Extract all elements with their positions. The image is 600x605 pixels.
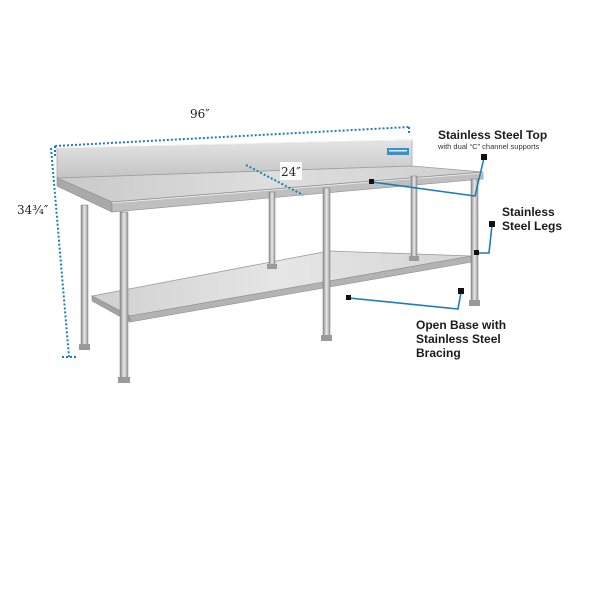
callout-leaders (348, 157, 493, 310)
depth-label: 24″ (281, 165, 301, 179)
width-label: 96″ (190, 107, 210, 121)
dimension-lines (50, 126, 410, 358)
depth-dimension-line (245, 164, 304, 196)
width-dimension-line (54, 126, 410, 147)
base-callout-line3: Bracing (416, 346, 461, 360)
top-leader-line (371, 157, 485, 197)
top-callout: Stainless Steel Top with dual “C” channe… (438, 128, 547, 151)
legs-callout-line1: Stainless (502, 205, 555, 219)
top-marker (369, 179, 374, 184)
base-marker (346, 295, 351, 300)
tabletop (56, 165, 484, 213)
callout-markers (346, 154, 495, 300)
legs-marker (474, 250, 479, 255)
base-leader-line (348, 291, 462, 310)
top-callout-title: Stainless Steel Top (438, 128, 548, 142)
top-callout-subtitle: with dual “C” channel supports (438, 142, 540, 151)
base-callout-line1: Open Base with (416, 318, 507, 332)
base-callout: Open Base with Stainless Steel Bracing (416, 318, 506, 360)
height-label: 34¾″ (17, 203, 49, 217)
legs-callout: Stainless Steel Legs (502, 205, 562, 233)
undershelf (90, 250, 473, 323)
base-callout-line2: Stainless Steel (416, 332, 501, 346)
legs-callout-line2: Steel Legs (502, 219, 563, 233)
legs-leader-line (477, 224, 493, 254)
brand-plate-icon (387, 148, 409, 155)
legs (79, 175, 480, 383)
height-dimension-line (50, 147, 70, 358)
